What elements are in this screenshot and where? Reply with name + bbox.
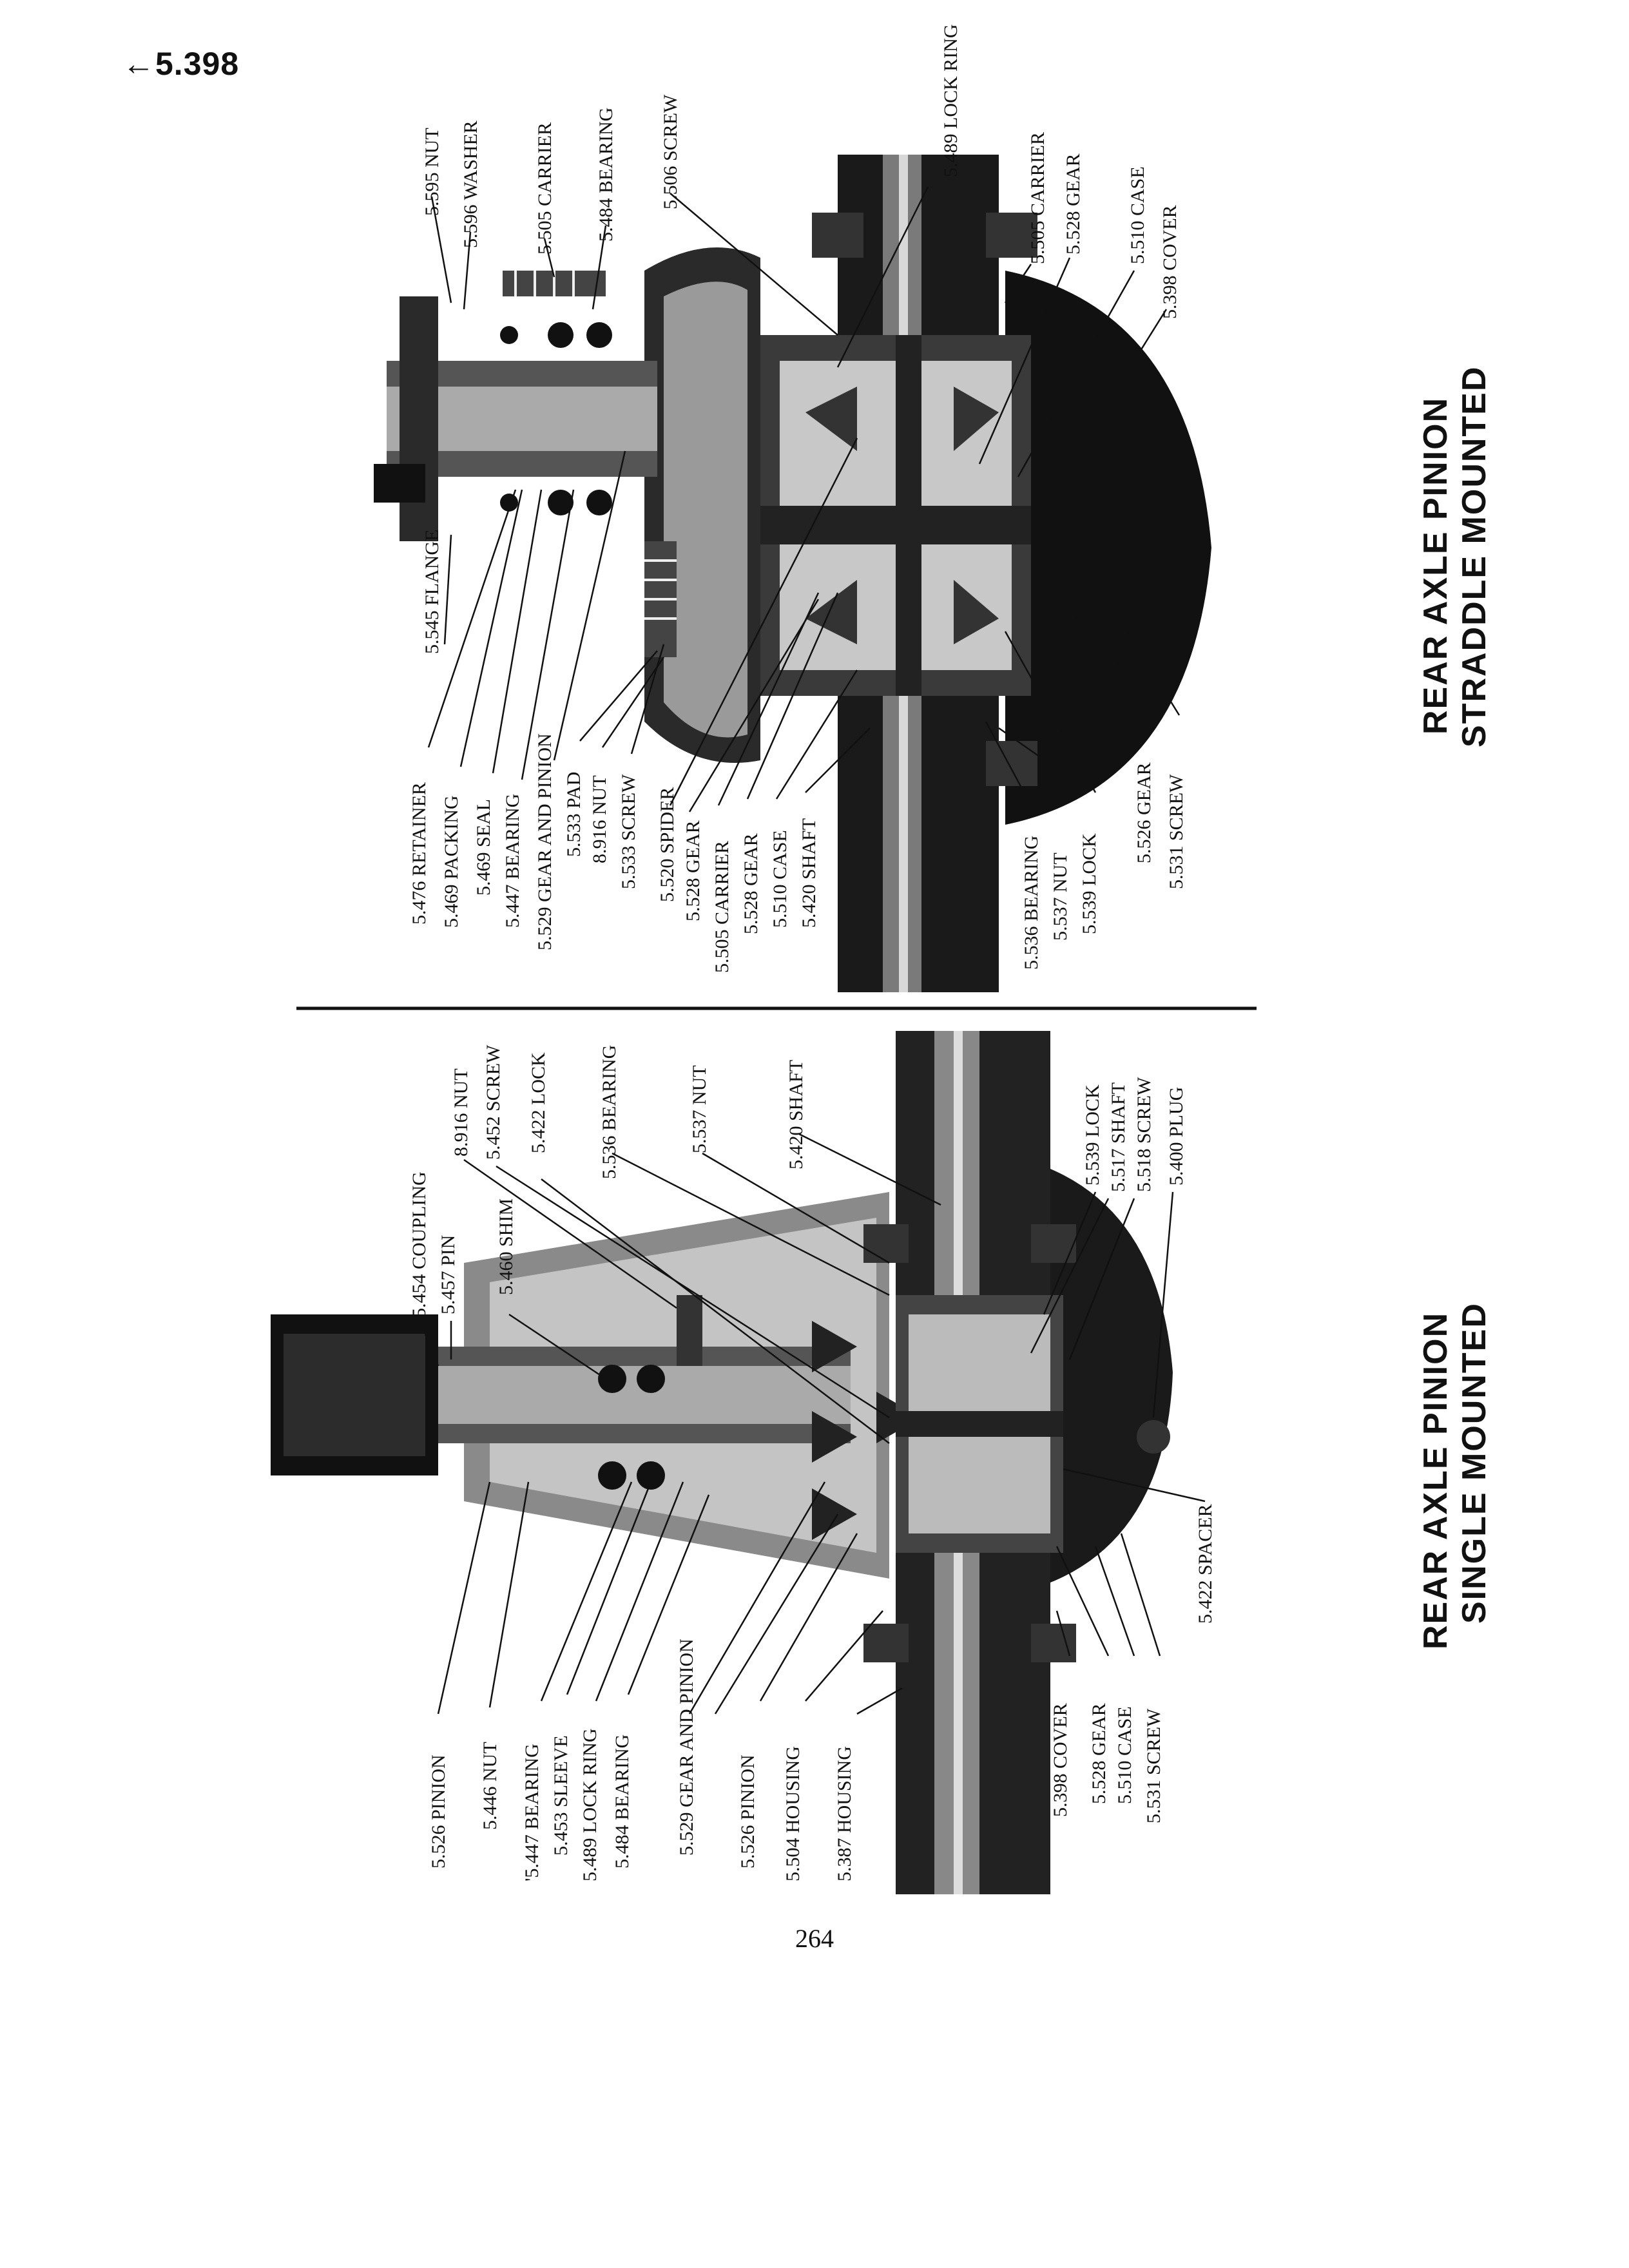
single-title-line2: SINGLE MOUNTED [1456,1302,1493,1624]
callout-label: 5.454 COUPLING [409,1171,430,1318]
callout-label: 5.529 GEAR AND PINION [676,1639,697,1856]
callout-label: 5.528 GEAR [1088,1703,1110,1804]
callout-label: 5.506 SCREW [660,94,681,209]
callout-label: 5.505 CARRIER [711,841,733,973]
callout-label: 5.537 NUT [689,1065,710,1153]
callout-label: 5.518 SCREW [1133,1077,1155,1192]
callout-label: 5.531 SCREW [1166,774,1187,889]
callout-label: 5.447 BEARING [502,794,523,928]
callout-label: 5.526 PINION [428,1754,449,1869]
callout-label: 5.398 COVER [1050,1703,1071,1817]
callout-label: 5.545 FLANGE [421,530,443,654]
page-number: 264 [795,1924,834,1953]
callout-label: 5.387 HOUSING [834,1746,855,1881]
callout-label: 5.528 GEAR [682,820,704,921]
callout-label: 5.539 LOCK [1082,1084,1103,1186]
callout-label: 5.520 SPIDER [657,787,678,902]
callout-label: 5.537 NUT [1050,852,1071,941]
callout-label: 5.505 CARRIER [1027,132,1048,264]
leader-lines-top [427,186,1181,812]
callout-label: 5.453 SLEEVE [550,1735,572,1856]
callout-label: 5.596 WASHER [460,120,481,248]
callout-label: 5.420 SHAFT [786,1060,807,1169]
callout-label: 5.452 SCREW [483,1044,504,1160]
leader-lines-bottom [424,1133,1206,1715]
single-title-line1: REAR AXLE PINION [1417,1312,1454,1649]
page-reference: ←5.398 [122,46,240,82]
callout-label: 5.533 PAD [563,772,584,857]
callout-label: 5.510 CASE [1127,166,1148,264]
callout-label: 5.505 CARRIER [534,122,555,255]
callout-label: 5.489 LOCK RING [579,1729,601,1882]
callout-label: 5.469 PACKING [441,795,462,928]
callout-label: 5.469 SEAL [473,799,494,896]
callout-label: 5.484 BEARING [595,108,617,242]
callout-label: 5.533 SCREW [618,774,639,889]
callout-label: 5.528 GEAR [1063,153,1084,255]
callout-label: 8.916 NUT [450,1068,472,1157]
callout-label: 5.510 CASE [1114,1706,1135,1804]
callout-label: 5.422 SPACER [1195,1504,1216,1624]
callout-label: 5.504 HOUSING [782,1746,804,1881]
callout-label: 5.528 GEAR [740,833,762,934]
callout-label: 5.536 BEARING [1021,836,1042,970]
callout-label: 5.526 PINION [737,1754,758,1869]
callout-label: 8.916 NUT [589,775,610,863]
callout-label: 5.517 SHAFT [1108,1082,1129,1192]
callout-label: 5.595 NUT [421,128,443,216]
callout-label: 5.531 SCREW [1143,1708,1164,1823]
callout-label: 5.422 LOCK [528,1052,549,1153]
callout-label: 5.526 GEAR [1133,762,1155,863]
callout-label: 5.457 PIN [438,1235,459,1314]
callout-label: 5.529 GEAR AND PINION [534,733,555,950]
callout-label: 5.510 CASE [769,830,791,928]
callout-label: 5.539 LOCK [1079,833,1100,934]
callout-label: 5.398 COVER [1159,205,1181,319]
callout-label: 5.420 SHAFT [798,818,820,928]
callout-label: 5.460 SHIM [496,1198,517,1295]
callout-label: 5.536 BEARING [599,1045,620,1179]
straddle-title-line1: REAR AXLE PINION [1417,397,1454,735]
callout-label: 5.489 LOCK RING [940,24,961,178]
callout-label: 5.400 PLUG [1166,1087,1187,1186]
single-mounted-illustration [271,1031,1173,1894]
callout-label: 5.484 BEARING [612,1735,633,1869]
straddle-title-line2: STRADDLE MOUNTED [1456,366,1493,747]
callout-label: 5.476 RETAINER [409,782,430,925]
callout-label: '5.447 BEARING [521,1744,543,1881]
callout-label: 5.446 NUT [479,1742,501,1830]
